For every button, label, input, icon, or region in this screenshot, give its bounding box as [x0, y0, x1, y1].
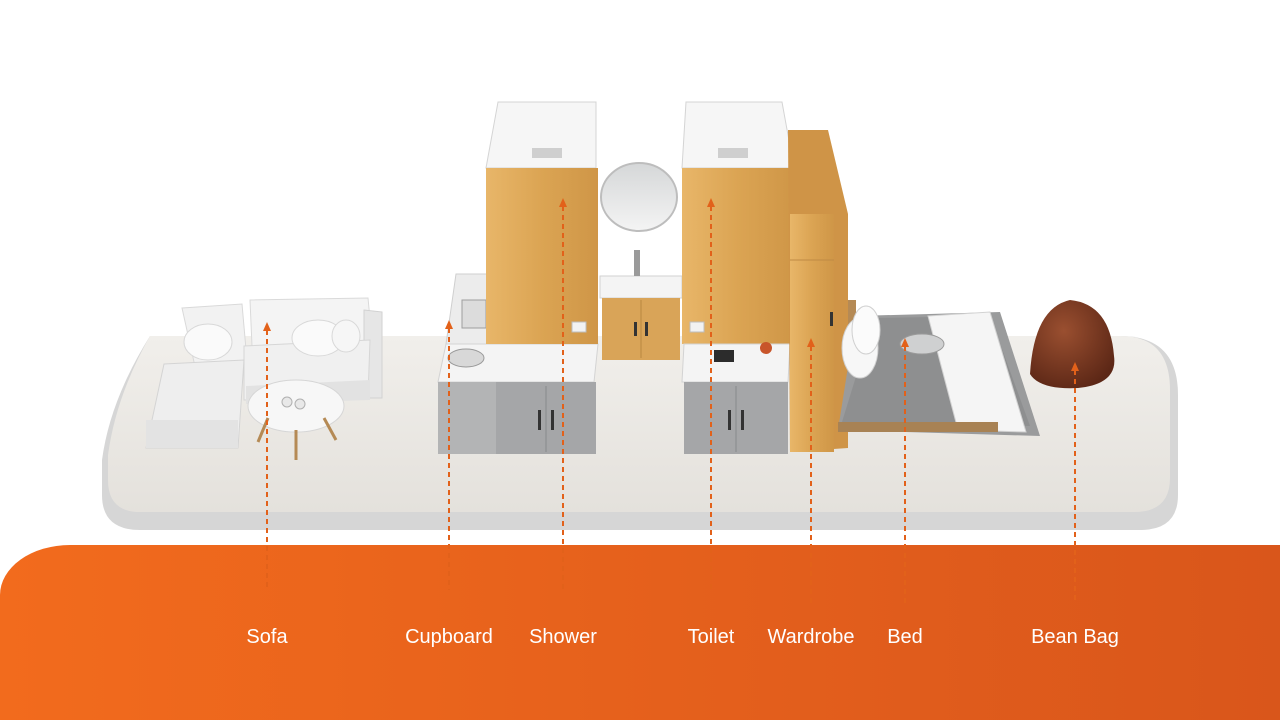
bed-model — [838, 300, 1040, 436]
shower-model — [485, 101, 598, 344]
caption-band — [0, 545, 1280, 720]
vanity-model — [599, 162, 683, 360]
cupboard-model — [437, 273, 599, 454]
bean-bag-model — [1030, 300, 1115, 389]
toilet-model — [681, 101, 795, 454]
sofa-model — [145, 297, 383, 460]
wardrobe-model — [788, 130, 848, 452]
